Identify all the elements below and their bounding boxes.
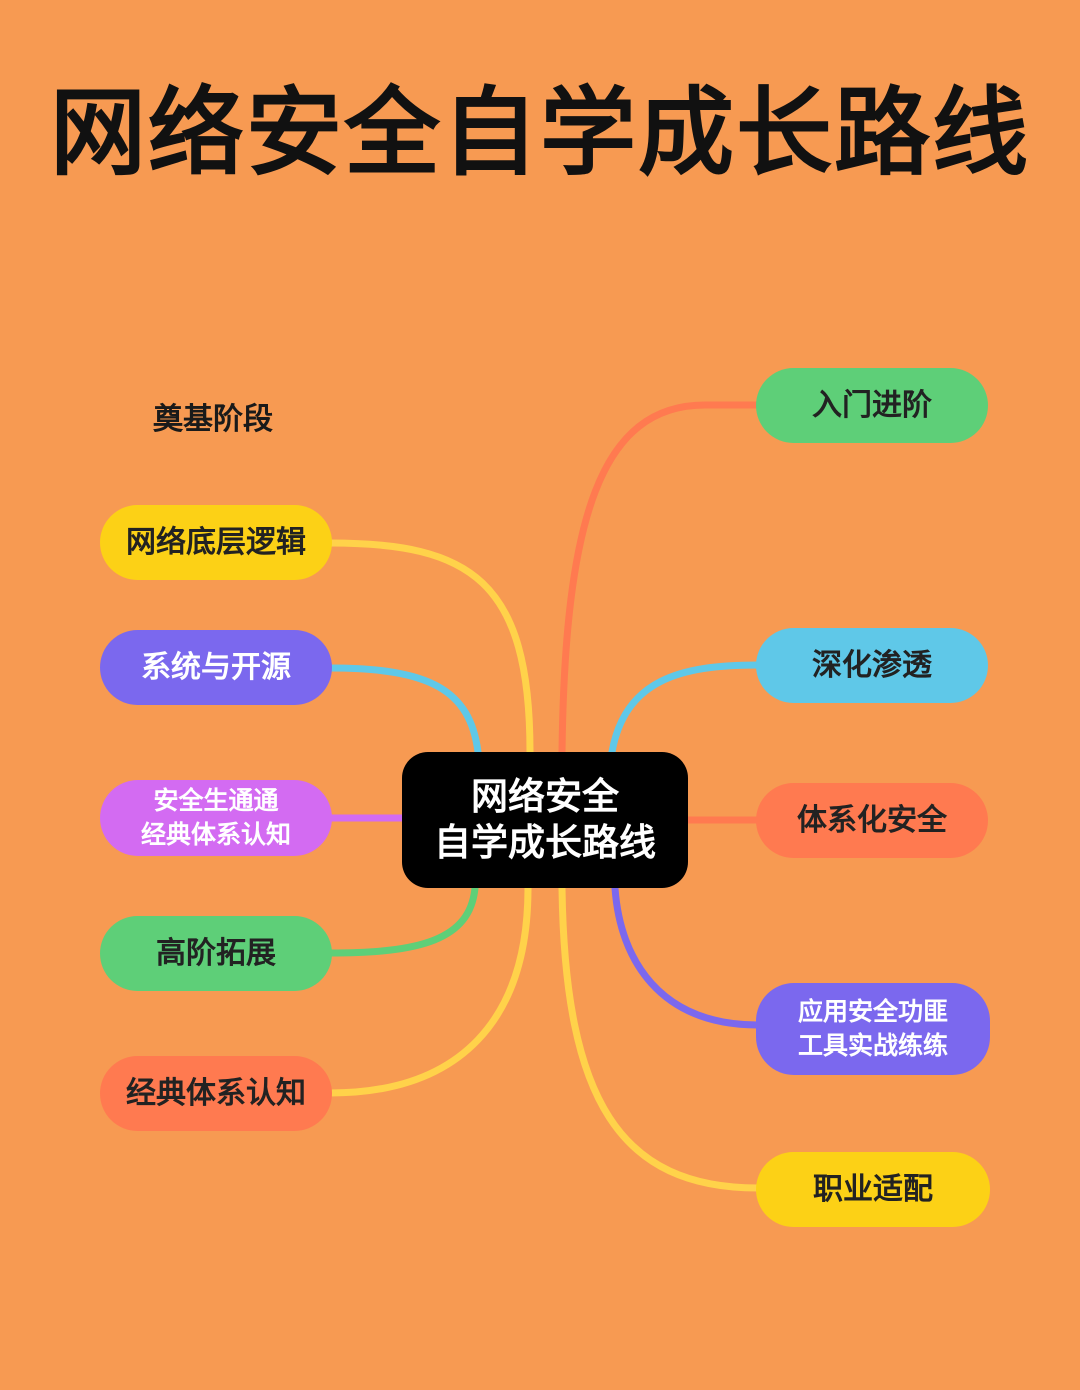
connector-right-2 [608,661,762,756]
center-node-line2: 自学成长路线 [434,821,656,864]
node-label-line2: 工具实战练练 [797,1031,948,1060]
connector-left-5 [326,884,532,1097]
connector-right-4 [611,884,762,1029]
center-node-line1: 网络安全 [471,775,619,818]
connector-right-1 [558,401,762,756]
connector-left-2 [326,664,482,756]
node-systems-open-source: 系统与开源 [100,630,332,705]
section-label: 奠基阶段 [153,402,273,437]
node-network-fundamentals: 网络底层逻辑 [100,505,332,580]
node-label: 深化渗透 [812,647,932,683]
connector-right-5 [558,884,762,1192]
node-app-security-tools: 应用安全功匪 工具实战练练 [756,983,990,1075]
connector-left-1 [326,539,534,756]
page-title: 网络安全自学成长路线 [50,77,1030,189]
node-label: 网络底层逻辑 [126,524,306,560]
node-classic-system: 经典体系认知 [100,1056,332,1131]
node-label-line1: 安全生通通 [153,786,279,815]
node-label: 系统与开源 [141,649,291,685]
node-label: 职业适配 [813,1171,933,1207]
node-label: 体系化安全 [797,802,947,838]
node-label: 经典体系认知 [126,1075,306,1111]
node-label-line2: 经典体系认知 [140,820,291,849]
connector-left-4 [326,884,479,957]
node-intro-advanced: 入门进阶 [756,368,988,443]
node-label-line1: 应用安全功匪 [797,997,948,1026]
node-label: 入门进阶 [812,387,932,423]
node-security-general: 安全生通通 经典体系认知 [100,780,332,856]
node-career-fit: 职业适配 [756,1152,990,1227]
node-systematic-security: 体系化安全 [756,783,988,858]
node-advanced-expansion: 高阶拓展 [100,916,332,991]
node-label: 高阶拓展 [156,935,276,971]
node-deep-penetration: 深化渗透 [756,628,988,703]
center-node: 网络安全 自学成长路线 [402,752,688,888]
